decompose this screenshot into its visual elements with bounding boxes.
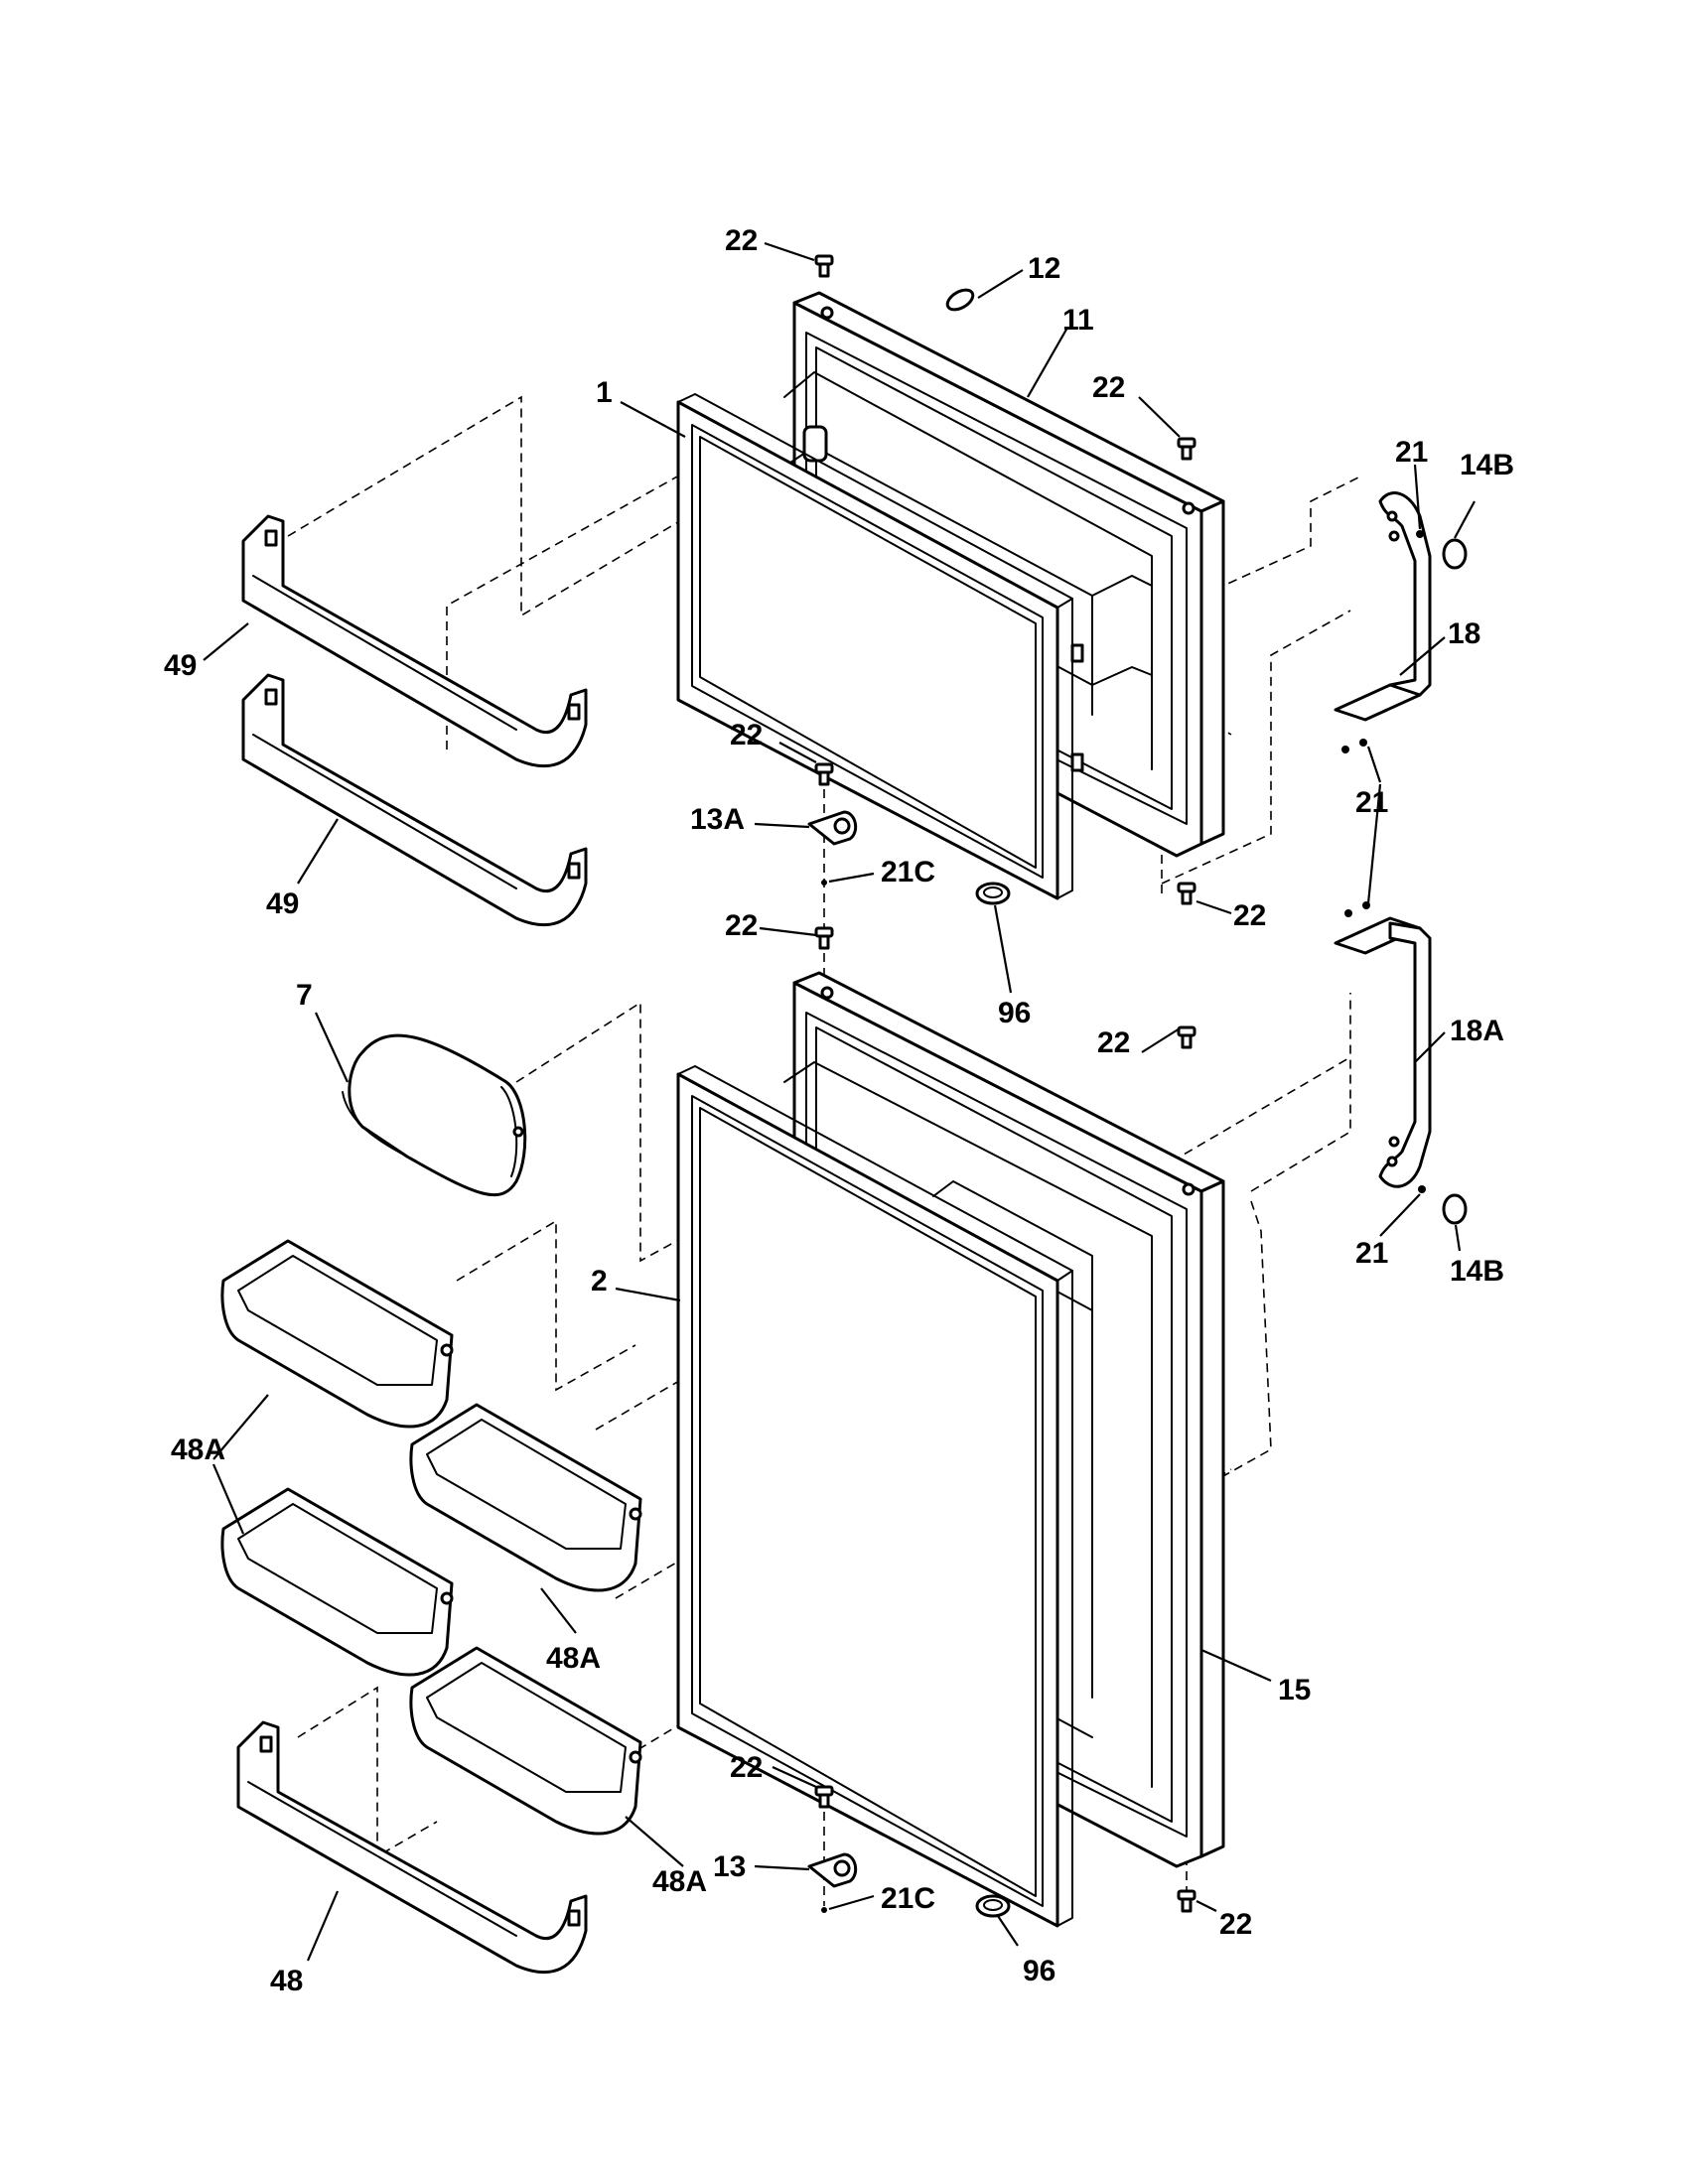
label-22: 22: [1233, 899, 1266, 932]
shelf-bar-48: [236, 1720, 588, 1975]
label-96: 96: [998, 997, 1031, 1029]
hinge-13: [807, 1852, 858, 1888]
screw-22-upper-left: [814, 926, 834, 950]
label-49: 49: [164, 649, 197, 682]
plug-button-14B-top: [1442, 538, 1468, 570]
plug-96-bottom: [975, 1894, 1011, 1918]
screw-22-mid-right: [1177, 882, 1196, 905]
screw-22-lower-right: [1177, 1889, 1196, 1913]
label-15: 15: [1278, 1674, 1311, 1706]
fresh-food-handle-18A: [1334, 916, 1432, 1188]
label-22: 22: [1097, 1026, 1130, 1059]
leader-lines: [203, 241, 1476, 1962]
door-bin-48A-right: [409, 1403, 642, 1592]
fresh-food-gasket-2: [676, 1065, 1073, 1928]
door-bin-48A-top: [220, 1239, 454, 1429]
label-22: 22: [725, 224, 758, 257]
label-14B: 14B: [1450, 1255, 1504, 1288]
door-bin-48A-bottom: [409, 1646, 642, 1836]
label-21C: 21C: [881, 856, 935, 888]
label-21: 21: [1355, 1237, 1388, 1270]
label-12: 12: [1028, 252, 1060, 285]
label-1: 1: [596, 376, 613, 409]
plug-button-14B-bottom: [1442, 1193, 1468, 1225]
label-22: 22: [730, 1751, 763, 1784]
label-48A: 48A: [652, 1865, 707, 1898]
dairy-compartment-7: [342, 1033, 527, 1197]
screws-21: [821, 530, 1426, 1913]
shelf-bar-49-lower: [241, 673, 588, 927]
plug-button-12: [945, 288, 975, 312]
label-49: 49: [266, 887, 299, 920]
label-18: 18: [1448, 617, 1480, 650]
label-18A: 18A: [1450, 1015, 1504, 1047]
label-7: 7: [296, 979, 313, 1012]
label-22: 22: [725, 909, 758, 942]
label-48: 48: [270, 1965, 303, 1997]
label-21C: 21C: [881, 1882, 935, 1915]
label-21: 21: [1355, 786, 1388, 819]
shelf-bar-49-upper: [241, 514, 588, 768]
label-11: 11: [1062, 304, 1094, 337]
screw-22-mid-left: [814, 762, 834, 786]
label-22: 22: [730, 719, 763, 751]
label-22: 22: [1219, 1908, 1252, 1941]
part-labels: 22 12 11 1 22 21 14B 18 49 49 22 13A 21C…: [164, 224, 1514, 1997]
freezer-handle-18: [1334, 491, 1432, 722]
label-21: 21: [1395, 436, 1428, 469]
label-14B: 14B: [1460, 449, 1514, 481]
label-48A: 48A: [171, 1433, 225, 1466]
screw-22-top-right: [1177, 437, 1196, 461]
screw-22-top-left: [814, 254, 834, 278]
hinge-13A: [807, 810, 858, 846]
label-22: 22: [1092, 371, 1125, 404]
label-48A: 48A: [546, 1642, 601, 1675]
label-2: 2: [591, 1265, 608, 1297]
label-13A: 13A: [690, 803, 745, 836]
screw-22-upper-right: [1177, 1025, 1196, 1049]
door-bin-48A-left: [220, 1487, 454, 1677]
screw-22-lower-left: [814, 1785, 834, 1809]
plug-96-top: [975, 882, 1011, 905]
label-13: 13: [713, 1850, 746, 1883]
label-96: 96: [1023, 1955, 1055, 1987]
freezer-gasket-1: [676, 393, 1073, 900]
